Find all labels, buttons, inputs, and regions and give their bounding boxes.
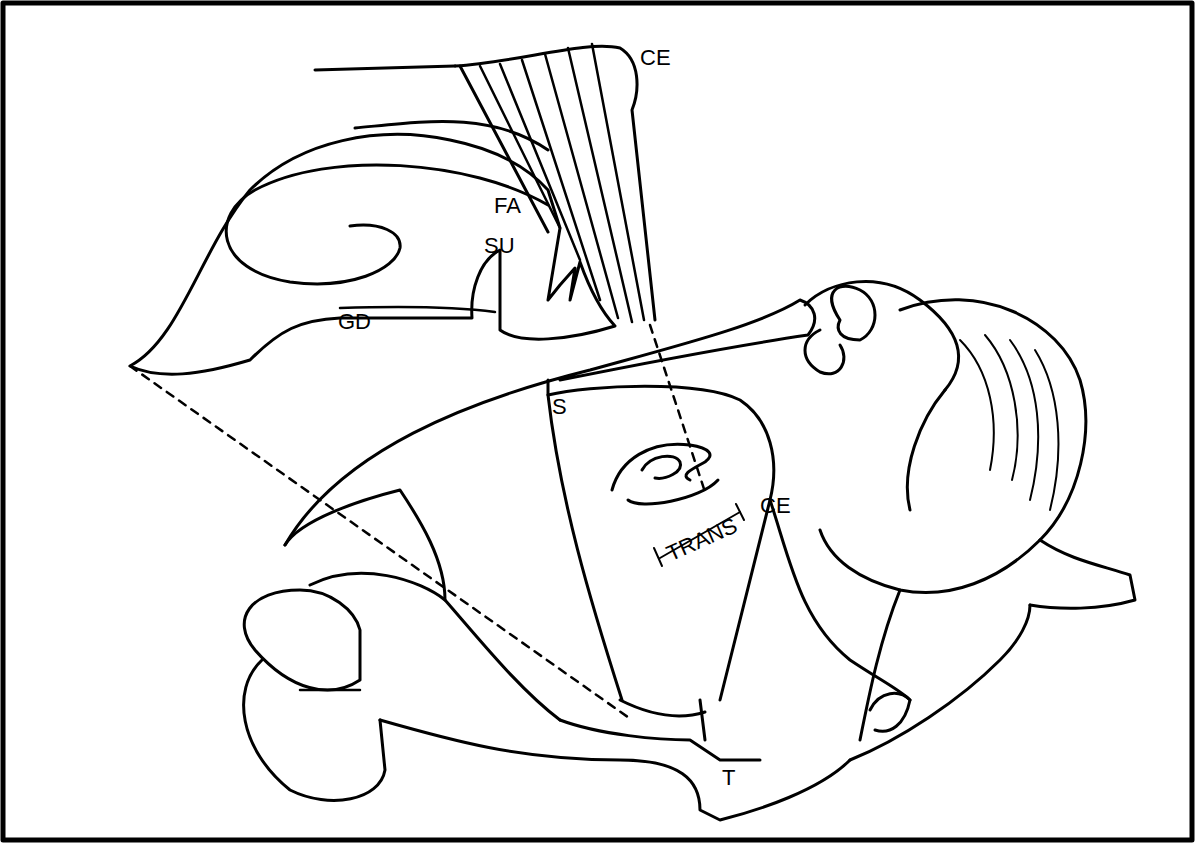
hippocampus-in-situ bbox=[612, 444, 744, 566]
part-label: TRANS bbox=[664, 515, 741, 565]
part-label: CE bbox=[760, 495, 791, 517]
hippocampus-inset bbox=[130, 44, 655, 374]
rat-brain bbox=[244, 281, 1135, 820]
part-label: FA bbox=[494, 195, 521, 217]
part-label: S bbox=[552, 396, 567, 418]
part-label: T bbox=[722, 767, 735, 789]
part-label: SU bbox=[484, 235, 515, 257]
part-label: CE bbox=[640, 47, 671, 69]
part-label: GD bbox=[338, 311, 371, 333]
projection-line bbox=[130, 366, 632, 720]
frame bbox=[3, 3, 1192, 840]
